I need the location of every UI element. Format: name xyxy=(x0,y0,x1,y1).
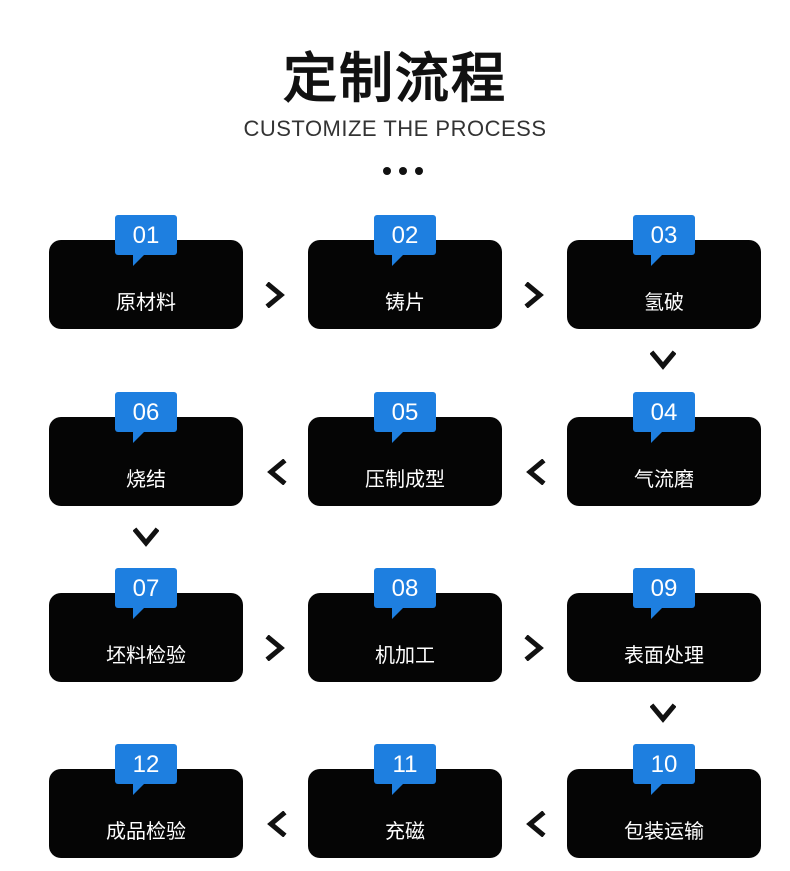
step-07: 07 坯料检验 xyxy=(49,568,243,682)
step-number: 08 xyxy=(391,575,419,602)
step-02: 02 铸片 xyxy=(308,215,502,329)
step-number-badge: 12 xyxy=(115,744,177,795)
step-number: 12 xyxy=(132,751,160,778)
chevron-right-icon xyxy=(522,282,548,308)
step-label: 表面处理 xyxy=(624,643,704,667)
chevron-right-icon xyxy=(263,282,289,308)
dots-divider xyxy=(383,167,423,177)
chevron-left-icon xyxy=(522,811,548,837)
step-number-badge: 07 xyxy=(115,568,177,619)
step-03: 03 氢破 xyxy=(567,215,761,329)
chevron-right-icon xyxy=(522,635,548,661)
step-number-badge: 08 xyxy=(374,568,436,619)
step-number: 02 xyxy=(391,222,419,249)
chevron-right-icon xyxy=(263,635,289,661)
step-04: 04 气流磨 xyxy=(567,392,761,506)
step-number-badge: 02 xyxy=(374,215,436,266)
step-number: 01 xyxy=(132,222,160,249)
step-label: 烧结 xyxy=(126,467,166,491)
step-number: 11 xyxy=(392,751,418,778)
step-label: 充磁 xyxy=(385,819,425,843)
step-label: 氢破 xyxy=(644,290,684,314)
step-12: 12 成品检验 xyxy=(49,744,243,858)
step-number-badge: 03 xyxy=(633,215,695,266)
step-number: 04 xyxy=(650,399,678,426)
page-title: 定制流程 xyxy=(283,47,507,110)
step-label: 铸片 xyxy=(385,290,425,314)
step-number-badge: 09 xyxy=(633,568,695,619)
step-label: 气流磨 xyxy=(634,467,694,491)
step-number-badge: 10 xyxy=(633,744,695,795)
step-number: 06 xyxy=(132,399,160,426)
step-label: 压制成型 xyxy=(365,467,445,491)
chevron-left-icon xyxy=(522,459,548,485)
step-number-badge: 04 xyxy=(633,392,695,443)
step-08: 08 机加工 xyxy=(308,568,502,682)
page-subtitle: CUSTOMIZE THE PROCESS xyxy=(243,116,547,141)
step-number: 05 xyxy=(391,399,419,426)
chevron-down-icon xyxy=(133,525,159,551)
step-05: 05 压制成型 xyxy=(308,392,502,506)
step-11: 11 充磁 xyxy=(308,744,502,858)
step-label: 坯料检验 xyxy=(106,643,186,667)
step-label: 成品检验 xyxy=(106,819,186,843)
step-label: 包装运输 xyxy=(624,819,704,843)
step-number: 07 xyxy=(132,575,160,602)
chevron-down-icon xyxy=(650,348,676,374)
step-number: 09 xyxy=(650,575,678,602)
step-01: 01 原材料 xyxy=(49,215,243,329)
step-number-badge: 05 xyxy=(374,392,436,443)
step-label: 机加工 xyxy=(375,643,435,667)
step-number: 10 xyxy=(650,751,678,778)
step-06: 06 烧结 xyxy=(49,392,243,506)
chevron-left-icon xyxy=(263,811,289,837)
step-number: 03 xyxy=(650,222,678,249)
step-number-badge: 11 xyxy=(374,744,436,795)
step-number-badge: 06 xyxy=(115,392,177,443)
step-10: 10 包装运输 xyxy=(567,744,761,858)
step-09: 09 表面处理 xyxy=(567,568,761,682)
chevron-down-icon xyxy=(650,701,676,727)
step-label: 原材料 xyxy=(116,290,176,314)
step-number-badge: 01 xyxy=(115,215,177,266)
chevron-left-icon xyxy=(263,459,289,485)
